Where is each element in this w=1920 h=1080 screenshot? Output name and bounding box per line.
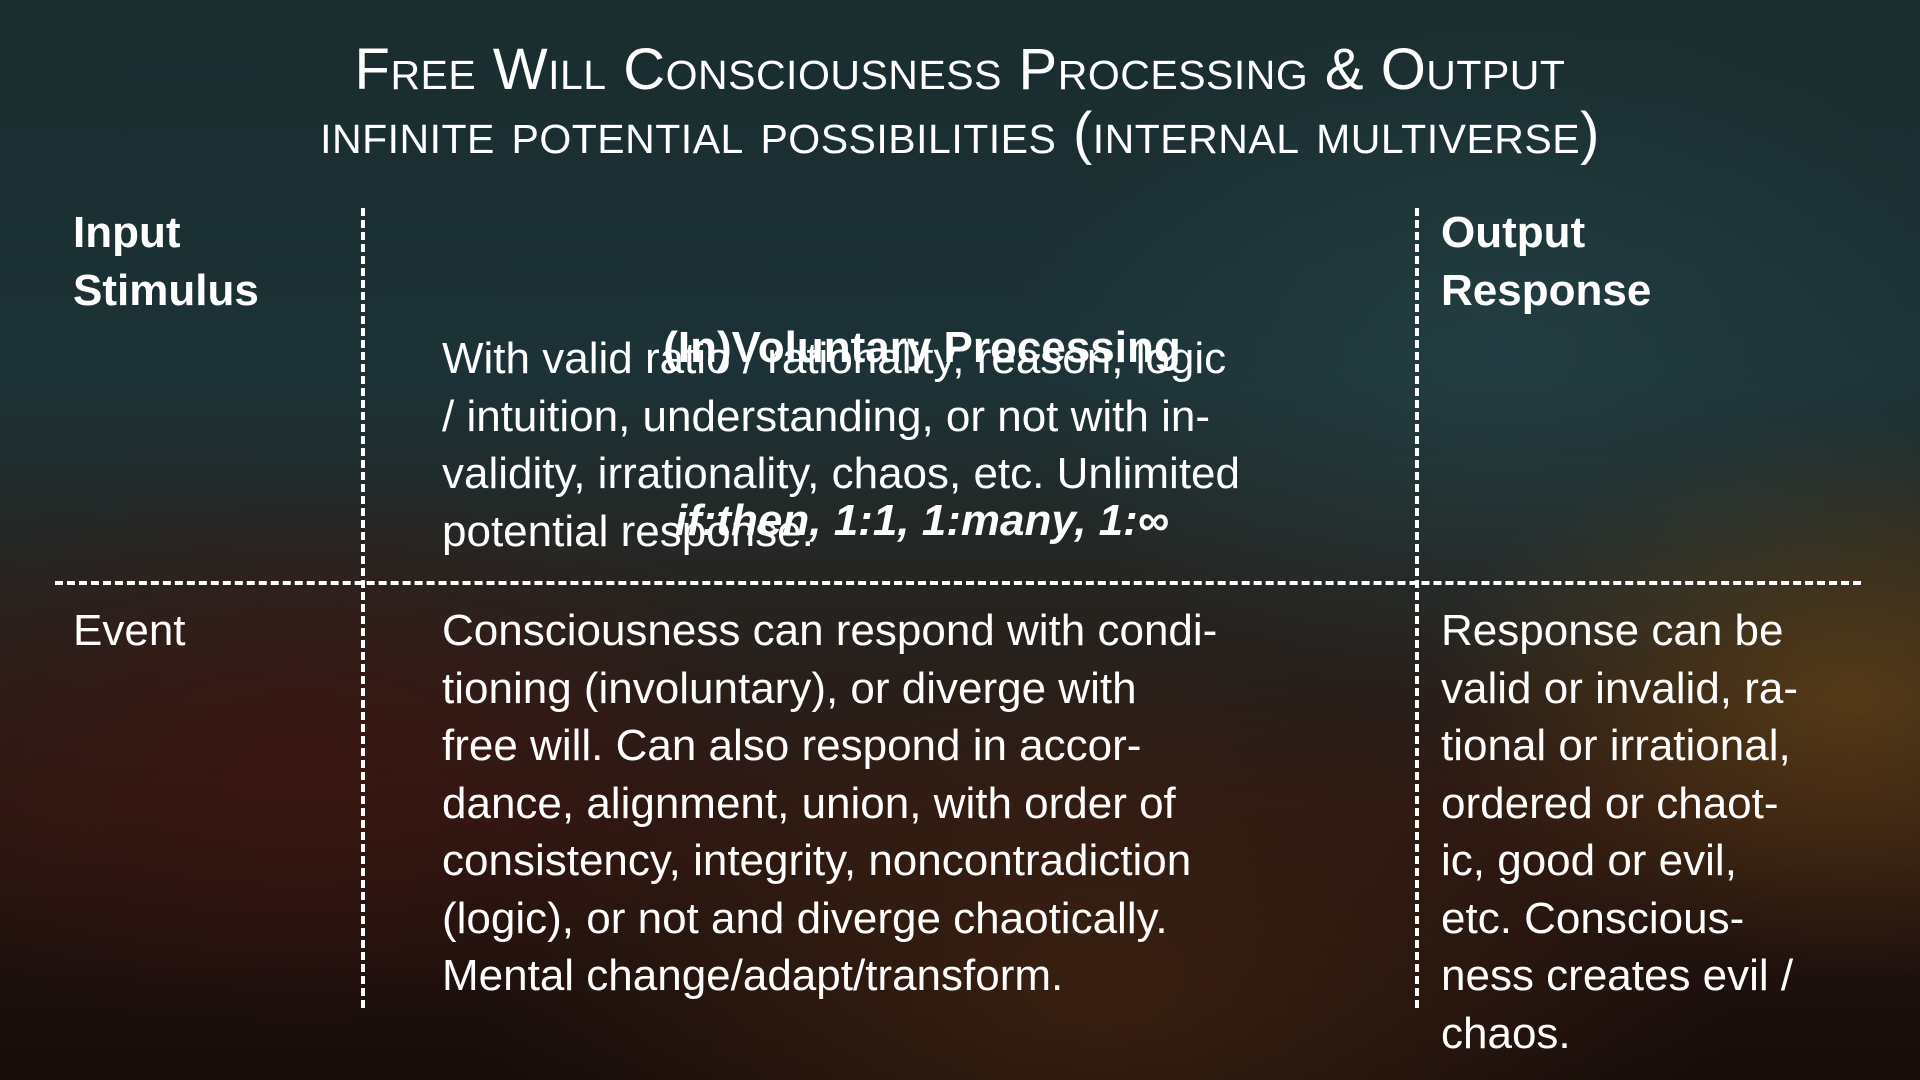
header-line: Stimulus	[73, 265, 259, 315]
text-line: / intuition, understanding, or not with …	[442, 391, 1211, 441]
column-divider-left	[361, 208, 365, 1008]
text-line: ordered or chaot-	[1441, 778, 1779, 828]
row2-input-text: Event	[73, 606, 186, 655]
text-line: With valid ratio / rationality, reason, …	[442, 334, 1227, 383]
header-line: Input	[73, 208, 181, 257]
text-line: etc. Conscious-	[1441, 893, 1745, 943]
text-line: validity, irrationality, chaos, etc. Unl…	[442, 449, 1240, 498]
text-line: chaos.	[1441, 1008, 1571, 1058]
text-line: ic, good or evil,	[1441, 836, 1737, 885]
text-line: valid or invalid, ra-	[1441, 663, 1799, 713]
header-line: Response	[1441, 265, 1652, 315]
text-line: free will. Can also respond in accor-	[442, 721, 1142, 770]
text-line: Consciousness can respond with condi-	[442, 606, 1218, 655]
text-line: dance, alignment, union, with order of	[442, 778, 1176, 828]
processing-header: (In)Voluntary Processing if:then, 1:1, 1…	[442, 204, 1402, 607]
slide-subtitle: infinite potential possibilities (intern…	[320, 101, 1600, 166]
text-line: Response can be	[1441, 606, 1784, 655]
text-line: tioning (involuntary), or diverge with	[442, 663, 1137, 713]
slide-title: Free Will Consciousness Processing & Out…	[354, 37, 1566, 102]
row-divider	[55, 581, 1861, 585]
column-divider-right	[1415, 208, 1419, 1008]
text-line: (logic), or not and diverge chaotically.	[442, 893, 1168, 943]
processing-title: (In)Voluntary Processing	[663, 323, 1181, 372]
text-line: consistency, integrity, noncontradiction	[442, 836, 1192, 885]
row1-processing-text: With valid ratio / rationality, reason, …	[442, 330, 1240, 560]
text-line: tional or irrational,	[1441, 721, 1791, 770]
text-line: potential response.	[442, 506, 814, 556]
header-line: Output	[1441, 208, 1586, 257]
row2-output-text: Response can be valid or invalid, ra-tion…	[1441, 602, 1798, 1062]
row2-processing-text: Consciousness can respond with condi-tio…	[442, 602, 1217, 1005]
text-line: Mental change/adapt/transform.	[442, 951, 1064, 1000]
text-line: ness creates evil /	[1441, 951, 1794, 1000]
processing-subtitle: if:then, 1:1, 1:many, 1:∞	[674, 495, 1170, 545]
